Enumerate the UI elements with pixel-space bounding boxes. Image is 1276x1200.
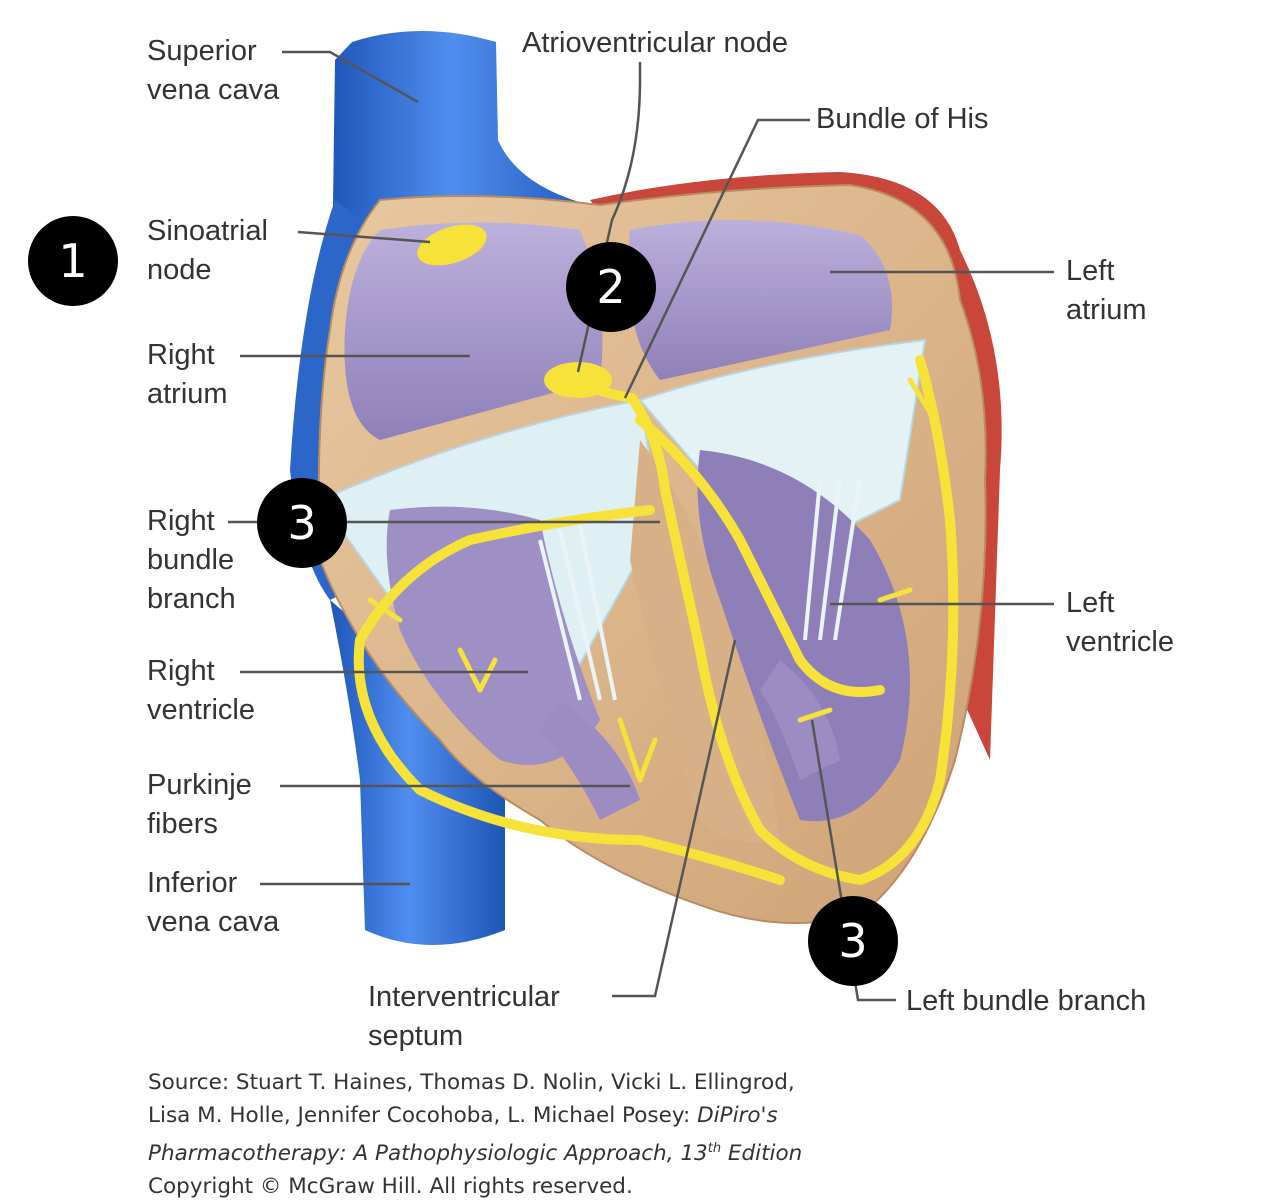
step-marker-sa: 1 [28,216,118,306]
label-purkinje-fibers: Purkinje fibers [147,769,252,840]
label-right-atrium: Right atrium [147,339,228,410]
atrioventricular-node [544,362,612,398]
leader-lines [228,50,1054,1002]
source-citation: Source: Stuart T. Haines, Thomas D. Noli… [148,1070,803,1200]
label-interventricular-septum: Interventricular septum [368,981,560,1052]
step-marker-left-branch: 3 [808,896,898,986]
label-right-ventricle: Right ventricle [147,655,255,726]
septum-muscle [630,440,780,843]
step-marker-av: 2 [566,242,656,332]
label-superior-vena-cava: Superior vena cava [147,35,280,106]
label-left-atrium: Left atrium [1066,255,1147,326]
sinoatrial-node [417,224,487,266]
label-inferior-vena-cava: Inferior vena cava [147,867,280,938]
inferior-vena-cava-vessel [330,600,505,945]
mitral-valve [638,338,927,542]
step-marker-right-branch: 3 [257,478,347,568]
label-left-bundle-branch: Left bundle branch [906,985,1147,1017]
purkinje-fiber-branches [367,377,938,783]
label-bundle-of-his: Bundle of His [816,103,989,135]
right-atrium-chamber [344,222,603,440]
label-left-ventricle: Left ventricle [1066,587,1174,658]
label-right-bundle-branch: Right bundle branch [147,505,236,615]
label-atrioventricular-node: Atrioventricular node [522,27,788,59]
label-sinoatrial-node: Sinoatrial node [147,215,268,286]
papillary-muscle [540,700,640,820]
conduction-pathway [353,355,959,885]
left-atrium-chamber [628,220,892,380]
chordae-tendineae [538,477,862,701]
